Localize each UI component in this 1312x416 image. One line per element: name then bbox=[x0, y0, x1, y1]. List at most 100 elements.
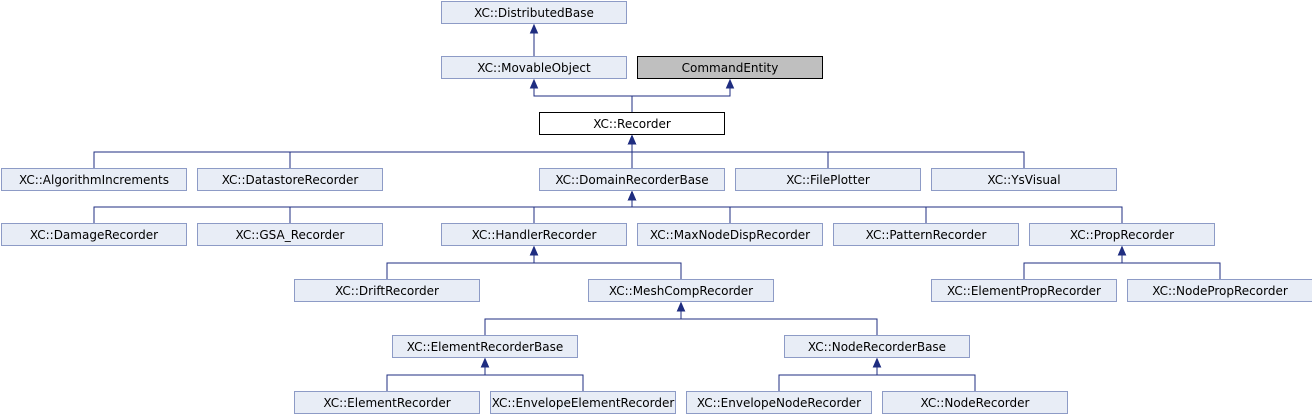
class-box bbox=[294, 279, 480, 302]
edge-line bbox=[533, 200, 633, 223]
class-label: XC::ElementPropRecorder bbox=[947, 284, 1101, 298]
class-box bbox=[392, 335, 578, 358]
class-label: XC::MovableObject bbox=[477, 61, 591, 75]
inheritance-edge bbox=[778, 357, 882, 391]
inheritance-edge bbox=[631, 78, 735, 112]
class-label: CommandEntity bbox=[682, 61, 779, 75]
edge-line bbox=[93, 144, 633, 168]
edge-line bbox=[876, 367, 976, 391]
class-box bbox=[784, 335, 970, 358]
class-box bbox=[197, 168, 383, 191]
class-box bbox=[1029, 223, 1215, 246]
inheritance-edge bbox=[529, 245, 682, 279]
inheritance-arrow-icon bbox=[529, 78, 539, 89]
inheritance-arrow-icon bbox=[676, 301, 686, 312]
class-box bbox=[735, 168, 921, 191]
inheritance-edge bbox=[529, 78, 633, 112]
class-node-domainrecorderbase[interactable]: XC::DomainRecorderBase bbox=[539, 168, 725, 191]
class-label: XC::EnvelopeNodeRecorder bbox=[697, 396, 861, 410]
inheritance-edge bbox=[289, 134, 637, 168]
class-node-datastorerecorder[interactable]: XC::DatastoreRecorder bbox=[197, 168, 383, 191]
inheritance-edge bbox=[529, 23, 539, 56]
inheritance-edge bbox=[386, 357, 490, 391]
class-box bbox=[637, 56, 823, 79]
inheritance-arrow-icon bbox=[480, 357, 490, 368]
class-node-movableobject[interactable]: XC::MovableObject bbox=[441, 56, 627, 79]
class-node-envelopenoderecorder[interactable]: XC::EnvelopeNodeRecorder bbox=[686, 391, 872, 414]
inheritance-arrow-icon bbox=[872, 357, 882, 368]
inheritance-edge bbox=[1023, 245, 1127, 279]
edge-line bbox=[631, 144, 1025, 168]
class-box bbox=[539, 112, 725, 135]
class-box bbox=[588, 279, 774, 302]
edge-line bbox=[631, 200, 731, 223]
class-node-nodeproprecorder[interactable]: XC::NodePropRecorder bbox=[1127, 279, 1312, 302]
class-node-elementproprecorder[interactable]: XC::ElementPropRecorder bbox=[931, 279, 1117, 302]
class-label: XC::DriftRecorder bbox=[335, 284, 439, 298]
class-box bbox=[441, 56, 627, 79]
inheritance-arrow-icon bbox=[627, 190, 637, 201]
class-box bbox=[637, 223, 823, 246]
class-node-noderecorder[interactable]: XC::NodeRecorder bbox=[882, 391, 1068, 414]
class-box bbox=[1, 168, 187, 191]
class-node-elementrecorderbase[interactable]: XC::ElementRecorderBase bbox=[392, 335, 578, 358]
class-node-handlerrecorder[interactable]: XC::HandlerRecorder bbox=[441, 223, 627, 246]
class-box bbox=[931, 168, 1117, 191]
class-label: XC::ElementRecorderBase bbox=[407, 340, 564, 354]
class-box bbox=[931, 279, 1117, 302]
class-box bbox=[197, 223, 383, 246]
edge-line bbox=[289, 200, 633, 223]
inheritance-edge bbox=[627, 134, 1025, 168]
edge-line bbox=[631, 200, 1123, 223]
inheritance-arrow-icon bbox=[1117, 245, 1127, 256]
class-node-elementrecorder[interactable]: XC::ElementRecorder bbox=[294, 391, 480, 414]
inheritance-arrow-icon bbox=[725, 78, 735, 89]
inheritance-edge bbox=[484, 301, 686, 335]
class-node-commandentity[interactable]: CommandEntity bbox=[637, 56, 823, 79]
class-node-maxnodedisprecorder[interactable]: XC::MaxNodeDispRecorder bbox=[637, 223, 823, 246]
class-label: XC::AlgorithmIncrements bbox=[19, 173, 169, 187]
class-node-patternrecorder[interactable]: XC::PatternRecorder bbox=[833, 223, 1019, 246]
class-node-driftrecorder[interactable]: XC::DriftRecorder bbox=[294, 279, 480, 302]
inheritance-edge bbox=[1117, 245, 1221, 279]
inheritance-arrow-icon bbox=[529, 23, 539, 34]
class-box bbox=[294, 391, 480, 414]
class-label: XC::YsVisual bbox=[987, 173, 1060, 187]
class-node-distributedbase[interactable]: XC::DistributedBase bbox=[441, 1, 627, 24]
class-node-noderecorderbase[interactable]: XC::NodeRecorderBase bbox=[784, 335, 970, 358]
class-box bbox=[686, 391, 872, 414]
class-node-ysvisual[interactable]: XC::YsVisual bbox=[931, 168, 1117, 191]
class-node-algorithmincrements[interactable]: XC::AlgorithmIncrements bbox=[1, 168, 187, 191]
inheritance-edge bbox=[627, 190, 1123, 223]
edge-line bbox=[680, 311, 878, 335]
class-label: XC::FilePlotter bbox=[786, 173, 870, 187]
edge-line bbox=[386, 367, 486, 391]
inheritance-edge bbox=[386, 245, 539, 279]
class-label: XC::MeshCompRecorder bbox=[609, 284, 753, 298]
class-node-meshcomprecorder[interactable]: XC::MeshCompRecorder bbox=[588, 279, 774, 302]
edge-line bbox=[484, 367, 584, 391]
class-box bbox=[1, 223, 187, 246]
class-label: XC::ElementRecorder bbox=[323, 396, 450, 410]
class-label: XC::EnvelopeElementRecorder bbox=[492, 396, 675, 410]
class-box bbox=[441, 1, 627, 24]
class-label: XC::DistributedBase bbox=[474, 6, 594, 20]
inheritance-arrow-icon bbox=[529, 245, 539, 256]
edge-line bbox=[631, 144, 829, 168]
class-label: XC::Recorder bbox=[593, 117, 671, 131]
class-node-proprecorder[interactable]: XC::PropRecorder bbox=[1029, 223, 1215, 246]
inheritance-edge bbox=[676, 301, 878, 335]
class-label: XC::PatternRecorder bbox=[866, 228, 987, 242]
edge-line bbox=[533, 88, 633, 112]
class-node-fileplotter[interactable]: XC::FilePlotter bbox=[735, 168, 921, 191]
class-box bbox=[441, 223, 627, 246]
class-node-envelopeelementrecorder[interactable]: XC::EnvelopeElementRecorder bbox=[490, 391, 676, 414]
edge-line bbox=[1023, 255, 1123, 279]
class-node-damagerecorder[interactable]: XC::DamageRecorder bbox=[1, 223, 187, 246]
edge-line bbox=[631, 88, 731, 112]
class-box bbox=[833, 223, 1019, 246]
class-label: XC::NodeRecorder bbox=[921, 396, 1030, 410]
class-box bbox=[539, 168, 725, 191]
class-node-gsarecorder[interactable]: XC::GSA_Recorder bbox=[197, 223, 383, 246]
